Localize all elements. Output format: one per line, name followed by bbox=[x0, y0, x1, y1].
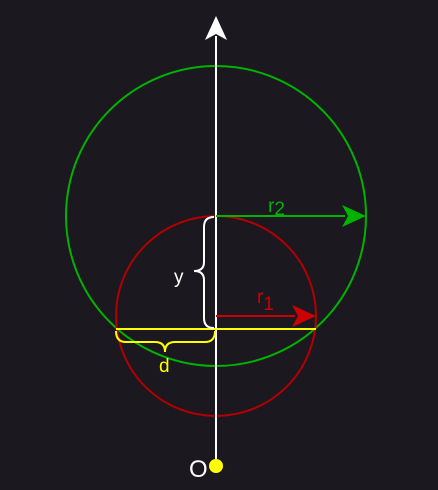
r1-label-sub: 1 bbox=[263, 294, 274, 315]
r2-label: r2 bbox=[268, 196, 285, 220]
axis-arrowhead-icon bbox=[205, 16, 227, 40]
r2-label-sub: 2 bbox=[274, 199, 285, 220]
origin-point bbox=[209, 459, 223, 473]
y-label: y bbox=[174, 267, 184, 288]
r1-arrowhead-icon bbox=[292, 305, 316, 327]
d-brace bbox=[115, 330, 216, 353]
r1-label-main: r bbox=[257, 287, 264, 308]
r2-arrowhead-icon bbox=[342, 205, 366, 227]
d-label: d bbox=[159, 356, 170, 377]
r1-label: r1 bbox=[257, 287, 274, 315]
origin-label: O bbox=[189, 456, 208, 483]
r2-label-main: r bbox=[268, 196, 275, 217]
y-brace bbox=[193, 216, 215, 329]
